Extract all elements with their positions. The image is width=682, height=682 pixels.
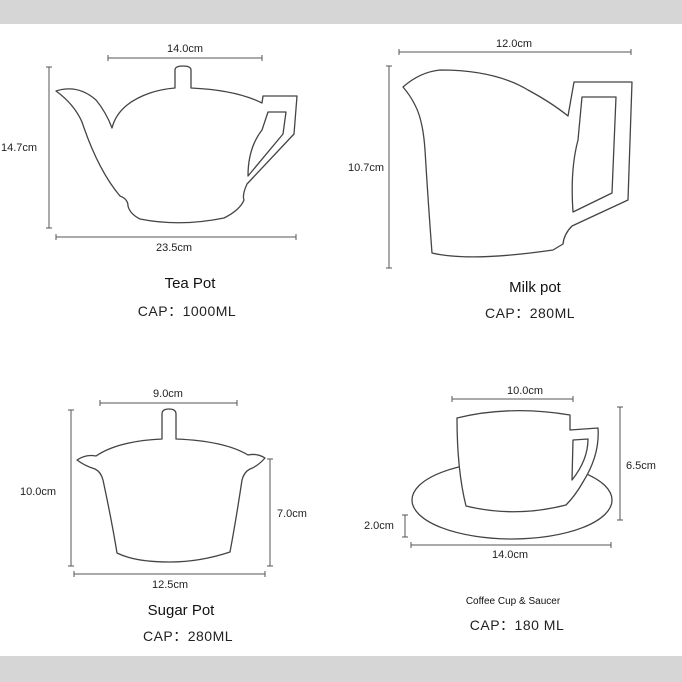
teapot-handle-inner xyxy=(247,111,287,177)
milkpot-name: Milk pot xyxy=(509,279,562,296)
saucer-height-label: 2.0cm xyxy=(364,520,394,532)
cup-width-label: 10.0cm xyxy=(507,385,543,397)
milkpot-handle-inner xyxy=(571,96,617,213)
teapot-outline xyxy=(55,65,298,224)
teapot-name: Tea Pot xyxy=(165,275,217,292)
sugarpot-height-label: 10.0cm xyxy=(20,486,56,498)
top-band xyxy=(0,0,682,24)
sugarpot-capacity: CAP：280ML xyxy=(143,628,233,644)
teapot-length-label: 23.5cm xyxy=(156,242,192,254)
milkpot-group: 12.0cm 10.7cm Milk pot CAP：280ML xyxy=(348,38,633,321)
milkpot-width-label: 12.0cm xyxy=(496,38,532,50)
cupsaucer-capacity: CAP：180 ML xyxy=(470,617,564,633)
teapot-width-label: 14.0cm xyxy=(167,43,203,55)
bottom-band xyxy=(0,656,682,682)
teapot-capacity: CAP：1000ML xyxy=(138,303,236,319)
sugarpot-group: 9.0cm 10.0cm 7.0cm 12.5cm Sugar Pot CAP：… xyxy=(20,388,307,644)
teapot-height-label: 14.7cm xyxy=(1,142,37,154)
cup-handle-inner xyxy=(571,438,589,481)
cupsaucer-name: Coffee Cup & Saucer xyxy=(466,596,561,607)
sugarpot-outline xyxy=(76,408,266,563)
cup-height-label: 6.5cm xyxy=(626,460,656,472)
saucer-width-label: 14.0cm xyxy=(492,549,528,561)
cup-outline xyxy=(456,410,599,513)
sugarpot-body-height-label: 7.0cm xyxy=(277,508,307,520)
sugarpot-length-label: 12.5cm xyxy=(152,579,188,591)
cupsaucer-group: 10.0cm 6.5cm 2.0cm 14.0cm Coffee Cup & S… xyxy=(364,385,656,633)
milkpot-height-label: 10.7cm xyxy=(348,162,384,174)
milkpot-capacity: CAP：280ML xyxy=(485,305,575,321)
sugarpot-name: Sugar Pot xyxy=(148,602,216,619)
teapot-group: 14.0cm 14.7cm 23.5cm Tea Pot CAP：1000ML xyxy=(1,43,298,319)
sugarpot-width-label: 9.0cm xyxy=(153,388,183,400)
